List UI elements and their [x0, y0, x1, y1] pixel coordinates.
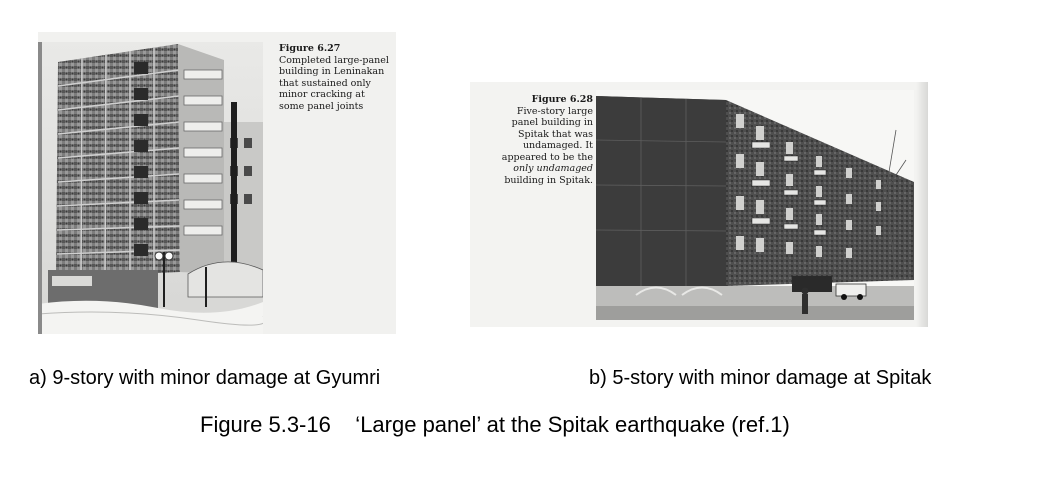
page-edge-shadow: [916, 82, 928, 327]
caption-line: appeared to be the: [501, 151, 593, 163]
figure-number: Figure 6.28: [531, 94, 593, 105]
caption-line: that sustained only: [279, 77, 371, 89]
caption-line: undamaged. It: [522, 140, 593, 151]
caption-line: some panel joints: [279, 100, 364, 112]
scanned-figure-left: Figure 6.27 Completed large-panel buildi…: [38, 32, 396, 334]
caption-line: Completed large-panel: [279, 54, 389, 66]
scanned-figure-right: Figure 6.28 Five-story large panel build…: [470, 82, 928, 327]
caption-line: only undamaged: [513, 163, 593, 174]
subfigure-b-caption: b) 5-story with minor damage at Spitak: [589, 367, 932, 389]
figure-number: Figure 6.27: [279, 43, 341, 54]
caption-line: Five-story large: [516, 105, 593, 117]
figure-6-28-caption: Figure 6.28 Five-story large panel build…: [480, 94, 593, 186]
nine-story-building-photo: [38, 42, 263, 334]
caption-line: building in Spitak.: [504, 174, 593, 186]
caption-line: minor cracking at: [279, 89, 365, 100]
caption-line: building in Leninakan: [279, 66, 385, 77]
subfigure-a-caption: a) 9-story with minor damage at Gyumri: [29, 367, 381, 389]
figure-caption: Figure 5.3-16 ‘Large panel’ at the Spita…: [200, 412, 790, 437]
figure-6-27-caption: Figure 6.27 Completed large-panel buildi…: [279, 43, 391, 112]
caption-line: panel building in: [511, 117, 593, 128]
five-story-building-photo: [596, 90, 914, 320]
caption-line: Spitak that was: [518, 128, 593, 140]
